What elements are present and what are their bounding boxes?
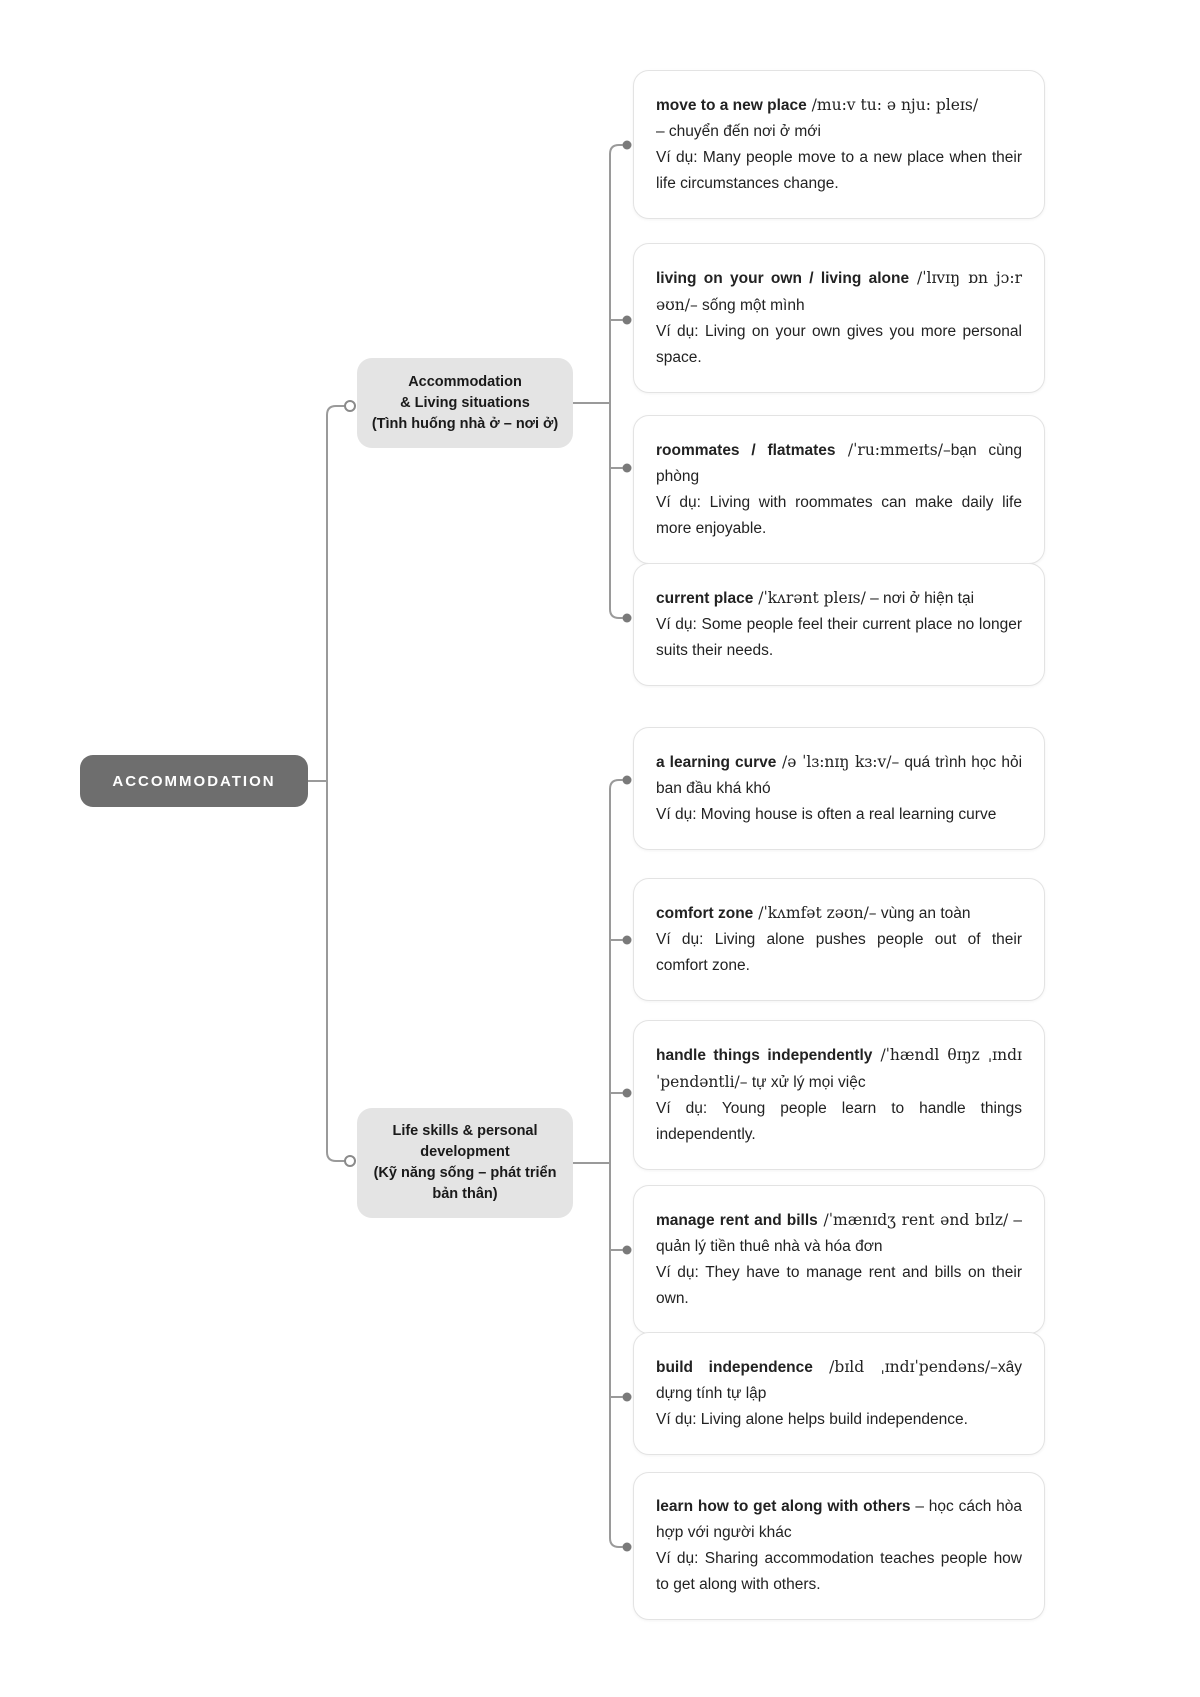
vocab-term: current place: [656, 590, 754, 607]
vocab-meaning: vùng an toàn: [876, 905, 971, 922]
leaf-dots: [622, 140, 632, 1552]
vocab-ipa: /ˈru:mmeɪts/–: [835, 441, 951, 459]
vocab-term: move to a new place: [656, 97, 807, 114]
leaf-dot: [622, 1088, 632, 1098]
branch2-spine-line: [609, 779, 623, 1548]
vocab-meaning: sống một mình: [697, 297, 805, 314]
branch1-spine-line: [609, 144, 623, 619]
vocab-card-a-learning-curve[interactable]: a learning curve /ə ˈlɜ:nɪŋ kɜ:v/– quá t…: [633, 727, 1045, 850]
vocab-card-comfort-zone[interactable]: comfort zone /ˈkʌmfət zəʊn/– vùng an toà…: [633, 878, 1045, 1001]
vocab-card-move-to-a-new-place[interactable]: move to a new place /mu:v tu: ə nju: ple…: [633, 70, 1045, 219]
vocab-example: Ví dụ: Living alone helps build independ…: [656, 1411, 968, 1428]
vocab-example: Ví dụ: Many people move to a new place w…: [656, 149, 1022, 192]
vocab-ipa: /ˈlɪvɪŋ ɒn jɔ:r əʊn/–: [656, 269, 1022, 314]
leaf-dot: [622, 613, 632, 623]
vocab-example: Ví dụ: Sharing accommodation teaches peo…: [656, 1550, 1022, 1593]
vocab-example: Ví dụ: Living on your own gives you more…: [656, 323, 1022, 366]
leaf-dot: [622, 463, 632, 473]
vocab-meaning: – chuyển đến nơi ở mới: [656, 123, 821, 140]
vocab-card-living-on-your-own[interactable]: living on your own / living alone /ˈlɪvɪ…: [633, 243, 1045, 393]
vocab-meaning: – quản lý tiền thuê nhà và hóa đơn: [656, 1212, 1022, 1255]
vocab-example: Ví dụ: Some people feel their current pl…: [656, 616, 1022, 659]
vocab-ipa: /ˈmænɪdʒ rent ənd bɪlz/: [817, 1211, 1009, 1229]
vocab-ipa: /ə ˈlɜ:nɪŋ kɜ:v/–: [776, 753, 900, 771]
vocab-meaning: tự xử lý mọi việc: [747, 1074, 866, 1091]
vocab-term: roommates / flatmates: [656, 442, 836, 459]
vocab-meaning: – học cách hòa hợp với người khác: [656, 1498, 1022, 1541]
leaf-dot: [622, 935, 632, 945]
branch2-anchor-circle: [344, 1155, 356, 1167]
vocab-term: learn how to get along with others: [656, 1498, 911, 1515]
leaf-dot: [622, 1542, 632, 1552]
vocab-term: handle things independently: [656, 1047, 873, 1064]
leaf-dot: [622, 1245, 632, 1255]
branch-title: & Living situations: [400, 394, 530, 411]
branch-title: Life skills & personal development: [392, 1123, 538, 1160]
vocab-card-build-independence[interactable]: build independence /bɪld ˌɪndɪˈpendəns/–…: [633, 1332, 1045, 1455]
vocab-meaning: quá trình học hỏi ban đầu khá khó: [656, 754, 1023, 797]
vocab-term: manage rent and bills: [656, 1212, 818, 1229]
vocab-meaning: xây dựng tính tự lập: [656, 1359, 1022, 1402]
vocab-meaning: bạn cùng phòng: [656, 442, 1022, 485]
branch-anchor-circles: [344, 400, 356, 1167]
vocab-example: Ví dụ: Moving house is often a real lear…: [656, 806, 997, 823]
leaf-dot: [622, 140, 632, 150]
vocab-term: build independence: [656, 1359, 813, 1376]
leaf-dot: [622, 1392, 632, 1402]
root-node-accommodation[interactable]: ACCOMMODATION: [80, 755, 308, 807]
vocab-example: Ví dụ: Living alone pushes people out of…: [656, 931, 1022, 974]
vocab-meaning: – nơi ở hiện tại: [865, 590, 975, 607]
branch-subtitle: (Tình huống nhà ở – nơi ở): [371, 415, 559, 432]
vocab-card-get-along-with-others[interactable]: learn how to get along with others – học…: [633, 1472, 1045, 1620]
vocab-ipa: /ˈhændl θɪŋz ˌɪndɪˈpendəntli/–: [656, 1046, 1022, 1091]
leaf-dot: [622, 775, 632, 785]
vocab-example: Ví dụ: Young people learn to handle thin…: [656, 1100, 1022, 1143]
vocab-ipa: /bɪld ˌɪndɪˈpendəns/–: [812, 1358, 998, 1376]
vocab-term: comfort zone: [656, 905, 754, 922]
vocab-card-current-place[interactable]: current place /ˈkʌrənt pleɪs/ – nơi ở hi…: [633, 563, 1045, 686]
vocab-card-manage-rent-and-bills[interactable]: manage rent and bills /ˈmænɪdʒ rent ənd …: [633, 1185, 1045, 1334]
vocab-term: living on your own / living alone: [656, 270, 910, 287]
vocab-example: Ví dụ: They have to manage rent and bill…: [656, 1264, 1022, 1307]
vocab-example: Ví dụ: Living with roommates can make da…: [656, 494, 1022, 537]
root-node-label: ACCOMMODATION: [112, 772, 276, 790]
branch-node-life-skills[interactable]: Life skills & personal development (Kỹ n…: [357, 1108, 573, 1218]
vocab-ipa: /ˈkʌrənt pleɪs/: [753, 589, 866, 607]
leaf-dot: [622, 315, 632, 325]
vocab-card-handle-things-independently[interactable]: handle things independently /ˈhændl θɪŋz…: [633, 1020, 1045, 1170]
branch1-anchor-circle: [344, 400, 356, 412]
branch-title: Accommodation: [408, 373, 522, 390]
branch-subtitle: (Kỹ năng sống – phát triển bản thân): [373, 1165, 557, 1202]
trunk-line: [326, 405, 345, 1162]
branch-node-living-situations[interactable]: Accommodation & Living situations (Tình …: [357, 358, 573, 448]
vocab-ipa: /ˈkʌmfət zəʊn/–: [753, 904, 877, 922]
vocab-term: a learning curve: [656, 754, 777, 771]
vocab-card-roommates-flatmates[interactable]: roommates / flatmates /ˈru:mmeɪts/–bạn c…: [633, 415, 1045, 564]
vocab-ipa: /mu:v tu: ə nju: pleɪs/: [806, 96, 979, 114]
